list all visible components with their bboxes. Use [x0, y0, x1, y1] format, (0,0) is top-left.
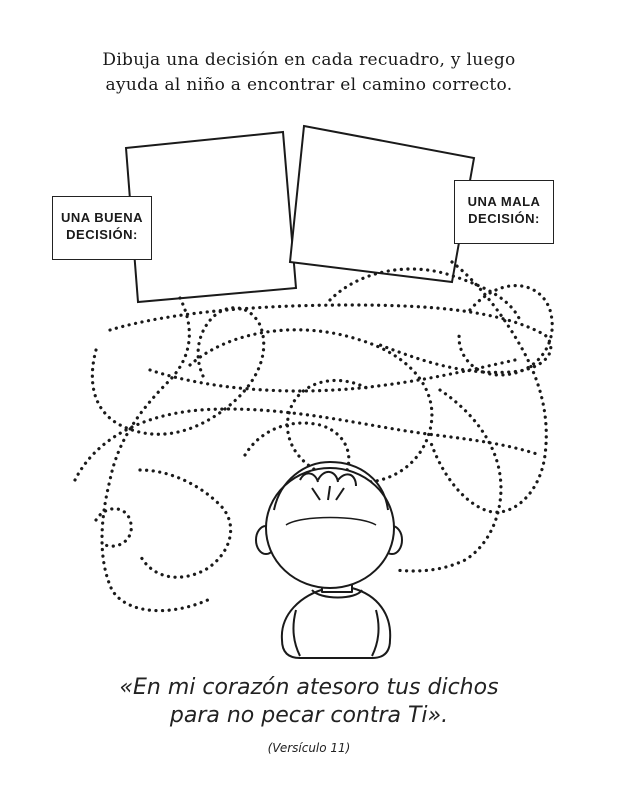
- boy-shirt: [280, 587, 392, 659]
- boy-illustration: [255, 461, 403, 659]
- path-middle-wave[interactable]: [148, 358, 517, 393]
- path-to-boy-left[interactable]: [138, 468, 233, 579]
- verse-reference: (Versículo 11): [267, 741, 351, 755]
- path-right-down[interactable]: [393, 388, 503, 573]
- path-inner-left[interactable]: [243, 421, 351, 477]
- path-loop-top[interactable]: [108, 303, 553, 374]
- bible-verse: «En mi corazón atesoro tus dichos para n…: [0, 674, 618, 730]
- label-bad-decision: UNA MALA DECISIÓN:: [454, 180, 554, 244]
- label-good-line-1: UNA BUENA: [60, 210, 144, 225]
- path-big-swirl[interactable]: [188, 328, 434, 485]
- drawing-box-bad[interactable]: [288, 124, 476, 284]
- path-right-loop[interactable]: [457, 284, 554, 377]
- verse-line-1: «En mi corazón atesoro tus dichos: [119, 675, 499, 700]
- path-lower-wide[interactable]: [73, 407, 542, 482]
- verse-line-2: para no pecar contra Ti».: [169, 703, 449, 728]
- path-loop-left[interactable]: [90, 306, 266, 436]
- path-lower-curl[interactable]: [94, 507, 133, 548]
- path-from-good-box[interactable]: [100, 296, 214, 613]
- label-good-line-2: DECISIÓN:: [66, 227, 138, 242]
- boy-head: [265, 467, 395, 589]
- boy-sleeve-left: [292, 609, 301, 657]
- boy-sleeve-right: [371, 609, 380, 657]
- instructions-line-2: ayuda al niño a encontrar el camino corr…: [105, 75, 513, 95]
- instructions: Dibuja una decisión en cada recuadro, y …: [0, 48, 618, 98]
- dotted-paths: [73, 260, 554, 613]
- label-good-decision: UNA BUENA DECISIÓN:: [52, 196, 152, 260]
- label-bad-line-1: UNA MALA: [467, 194, 541, 209]
- label-bad-line-2: DECISIÓN:: [468, 211, 540, 226]
- boy-collar: [311, 589, 363, 599]
- boy-hair-shadow: [285, 516, 377, 526]
- boy-hair: [273, 461, 389, 511]
- instructions-line-1: Dibuja una decisión en cada recuadro, y …: [102, 50, 516, 70]
- path-from-bad-box[interactable]: [428, 260, 548, 514]
- path-top-arc[interactable]: [328, 267, 522, 322]
